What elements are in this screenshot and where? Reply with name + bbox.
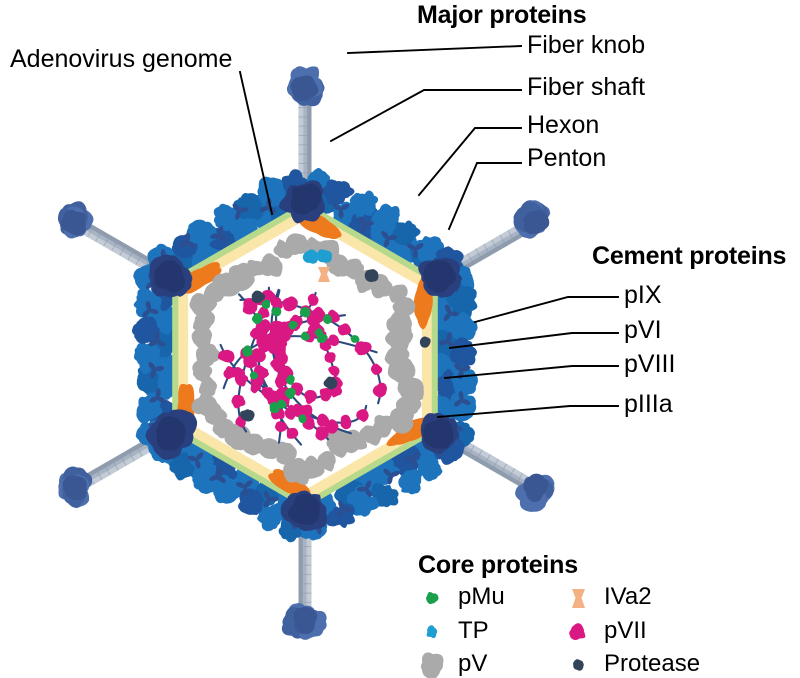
penton-5 <box>149 254 193 298</box>
legend-label-pV: pV <box>458 650 488 677</box>
callout-label-pVIII: pVIII <box>624 350 676 378</box>
leader-line-fiber_knob <box>347 45 522 54</box>
legend-swatch-TP <box>426 625 438 639</box>
callout-label-pIX: pIX <box>624 281 662 309</box>
penton-group <box>145 180 462 532</box>
penton-4 <box>145 409 198 460</box>
protease-dots <box>240 269 431 422</box>
penton-0 <box>278 180 325 224</box>
legend-label-IVa2: IVa2 <box>604 583 652 610</box>
heading-core-proteins: Core proteins <box>418 551 578 579</box>
pV-blobs <box>189 233 424 485</box>
legend-label-Protease: Protease <box>604 650 701 677</box>
fiber-knob-3 <box>281 603 327 640</box>
fiber-knob-0 <box>286 66 325 107</box>
leader-line-pIX <box>473 296 619 324</box>
heading-cement-proteins: Cement proteins <box>592 242 787 270</box>
legend-label-TP: TP <box>458 617 489 644</box>
pVII-beads <box>217 289 387 441</box>
penton-2 <box>420 412 460 454</box>
leader-line-pVI <box>448 332 619 350</box>
IVa2-blob <box>318 267 330 282</box>
legend-swatch-pV <box>420 652 444 678</box>
penton-3 <box>280 490 327 532</box>
callout-label-fiber_shaft: Fiber shaft <box>527 73 646 101</box>
leader-line-pIIIa <box>436 405 619 419</box>
fiber-knob-5 <box>57 201 94 239</box>
leader-line-hexon <box>417 127 522 197</box>
legend-label-pMu: pMu <box>458 583 505 610</box>
callout-label-fiber_knob: Fiber knob <box>527 31 646 59</box>
fiber-knob-1 <box>513 200 551 239</box>
callout-label-hexon: Hexon <box>527 111 600 139</box>
callout-label-genome: Adenovirus genome <box>10 45 233 73</box>
heading-major-proteins: Major proteins <box>417 1 587 29</box>
legend-swatch-IVa2 <box>572 589 585 608</box>
legend-swatch-pVII <box>569 623 586 641</box>
callout-label-pVI: pVI <box>624 316 662 344</box>
fiber-knob-4 <box>58 466 93 509</box>
legend-swatch-Protease <box>573 659 584 671</box>
callout-label-penton: Penton <box>527 144 607 172</box>
penton-1 <box>418 257 462 298</box>
TP-blobs <box>302 249 332 264</box>
leader-line-fiber_shaft <box>329 89 522 143</box>
legend-label-pVII: pVII <box>604 617 647 644</box>
leader-line-pVIII <box>443 365 619 380</box>
leader-line-genome <box>238 70 274 216</box>
fiber-knob-2 <box>515 473 555 512</box>
leader-line-penton <box>447 162 522 231</box>
pMu-nodes <box>242 299 360 424</box>
callout-label-pIIIa: pIIIa <box>624 390 673 418</box>
legend-swatch-pMu <box>426 591 439 605</box>
